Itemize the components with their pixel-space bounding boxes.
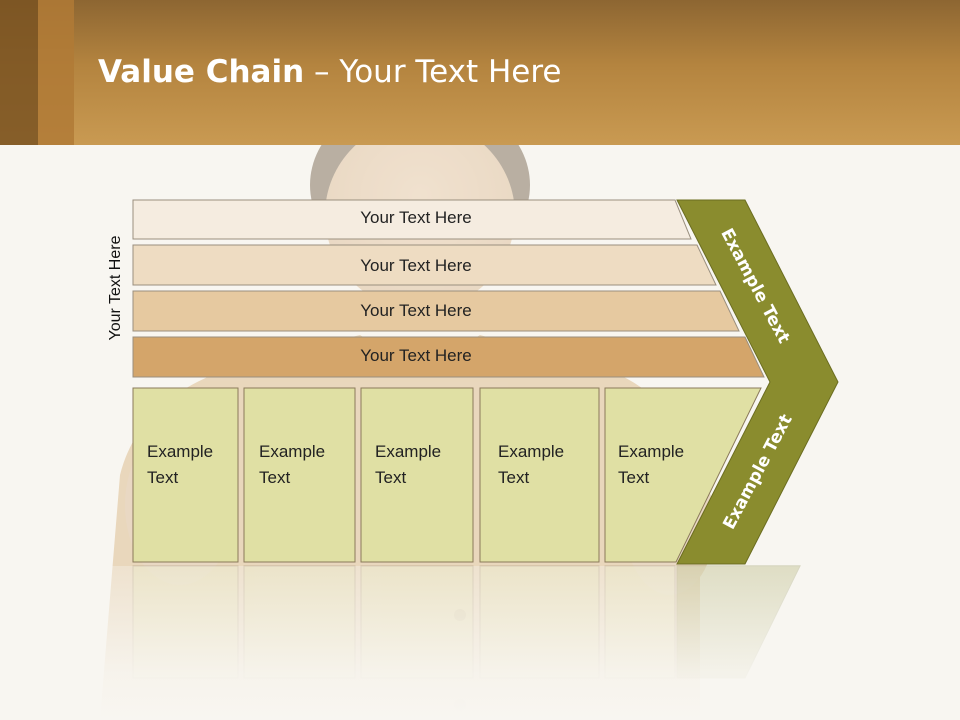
bar-label: Your Text Here	[360, 301, 472, 320]
box-label-line2: Text	[147, 468, 179, 487]
box-shape	[360, 387, 474, 563]
bar-label: Your Text Here	[360, 208, 472, 227]
bar-label: Your Text Here	[360, 256, 472, 275]
title-rest: – Your Text Here	[304, 54, 562, 90]
bar-label: Your Text Here	[360, 346, 472, 365]
box-label-line2: Text	[498, 468, 530, 487]
bar-shape	[132, 290, 740, 332]
box-label-line2: Text	[618, 468, 650, 487]
box-label-line1: Example	[147, 442, 214, 461]
box-label-line2: Text	[259, 468, 291, 487]
bar-shape	[132, 199, 692, 240]
box-shape	[604, 387, 762, 563]
header-banner	[0, 0, 960, 145]
reflection-fade	[0, 566, 960, 720]
box-shape	[479, 387, 600, 563]
chevron-shape	[676, 199, 839, 565]
slide-title: Value Chain – Your Text Here	[98, 54, 561, 90]
title-bold: Value Chain	[98, 54, 305, 90]
box-label-line1: Example	[498, 442, 565, 461]
header-stripe	[38, 0, 74, 145]
bar-shape	[132, 336, 765, 378]
box-label-line1: Example	[618, 442, 685, 461]
box-label-line2: Text	[375, 468, 407, 487]
header-stripe	[0, 0, 38, 145]
box-shape	[132, 387, 239, 563]
box-shape	[243, 387, 356, 563]
box-label-line1: Example	[259, 442, 326, 461]
box-label-line1: Example	[375, 442, 442, 461]
bar-shape	[132, 244, 717, 286]
